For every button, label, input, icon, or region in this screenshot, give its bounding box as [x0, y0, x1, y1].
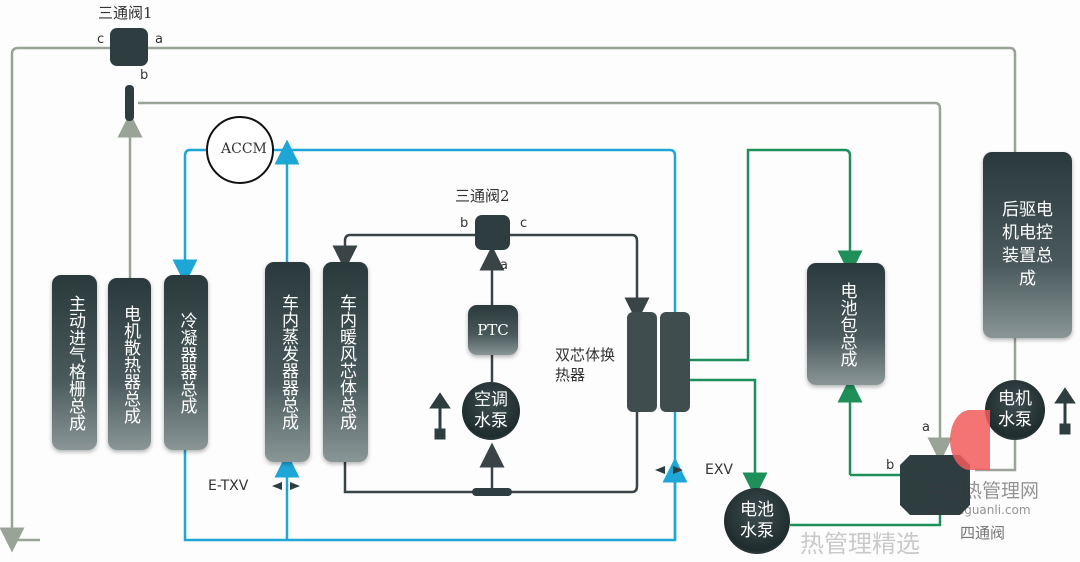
accm-compressor [206, 116, 274, 184]
motor-radiator: 电机散热器总成 [108, 278, 151, 450]
port-a: a [155, 32, 163, 47]
liquid-line [183, 412, 677, 542]
battery-pack: 电池包总成 [807, 263, 885, 385]
motor-loop-top [148, 46, 1017, 152]
port-b: b [460, 216, 469, 231]
junction-valve1 [125, 85, 134, 121]
valve4-label: 四通阀 [960, 524, 1006, 542]
chiller-to-pump [690, 378, 768, 498]
four-way-valve-body [900, 455, 970, 515]
valve1-label: 三通阀1 [98, 4, 153, 22]
chiller-left-core [627, 312, 657, 412]
rear-drive-unit: 后驱电机电控装置总成 [983, 152, 1072, 338]
ptc-heater: PTC [468, 305, 518, 355]
accm-label: ACCM [221, 141, 267, 157]
condenser: 冷凝器器总成 [164, 275, 208, 450]
heater-core: 车内暖风芯体总成 [323, 262, 368, 462]
etxv-icon [272, 482, 300, 490]
junction-bottom [472, 488, 512, 496]
motor-loop-left [0, 46, 110, 553]
watermark-wechat: 热管理精选 [800, 530, 920, 558]
accm-suction [273, 148, 677, 312]
accm-to-condenser [172, 148, 207, 285]
ac-water-pump: 空调水泵 [462, 382, 520, 440]
up-arrow-icon [1054, 387, 1076, 435]
port-c: c [97, 32, 105, 47]
valve2-c [510, 233, 650, 323]
evaporator: 车内蒸发器器总成 [265, 262, 310, 462]
watermark-logo [950, 410, 990, 470]
watermark-site: 中国热管理网 [925, 480, 1040, 502]
exv-label: EXV [705, 462, 734, 478]
chiller-to-pack [690, 148, 863, 362]
port-a: a [500, 258, 508, 273]
motor-pump-line [975, 338, 1017, 472]
exv-icon [655, 466, 683, 474]
port-a: a [922, 420, 930, 435]
chiller-label: 双芯体换热器 [555, 346, 616, 384]
port-c: c [520, 216, 528, 231]
chiller-right-core [660, 312, 690, 412]
watermark-url: www.reguanli.com [920, 503, 1031, 517]
port-b: b [140, 68, 149, 83]
valve1-body [110, 28, 148, 66]
valve2-label: 三通阀2 [455, 187, 510, 205]
port-b: b [886, 458, 895, 473]
valve2-b [332, 233, 475, 271]
valve2-body [475, 215, 510, 250]
grille-assembly: 主动进气格栅总成 [52, 275, 97, 450]
pack-to-4way [850, 390, 905, 477]
motor-water-pump: 电机水泵 [985, 380, 1045, 440]
motor-loop-mid [138, 101, 953, 463]
etxv-label: E-TXV [208, 478, 249, 494]
bottom-loop [343, 412, 639, 494]
up-arrow-icon [429, 392, 451, 440]
battery-water-pump: 电池水泵 [724, 488, 790, 554]
